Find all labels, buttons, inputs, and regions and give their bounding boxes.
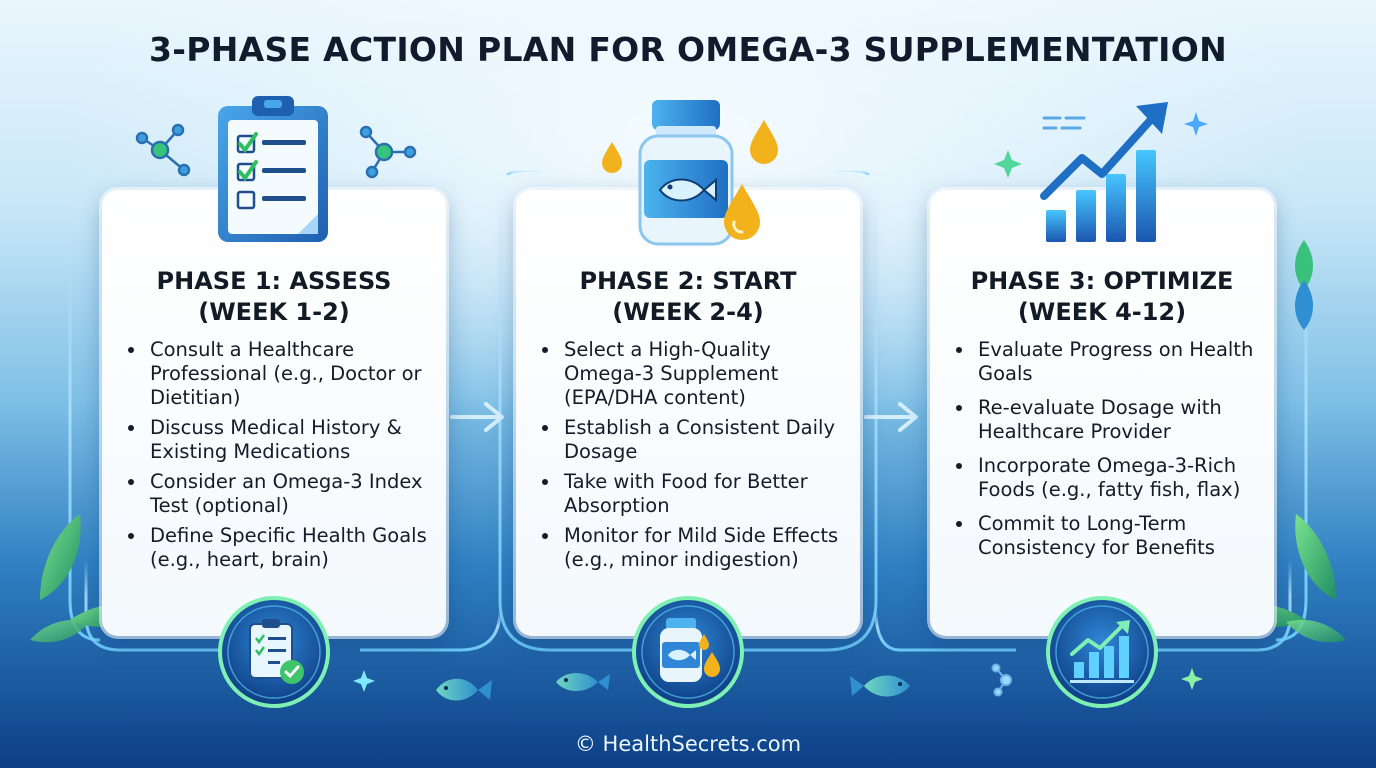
phase-title-line2: (WEEK 4-12) xyxy=(1017,298,1187,326)
list-item: Consider an Omega-3 Index Test (optional… xyxy=(126,470,438,518)
phase-title-line2: (WEEK 2-4) xyxy=(612,298,764,326)
phase-bullets: Select a High-Quality Omega-3 Supplement… xyxy=(540,338,852,578)
growth-chart-icon xyxy=(1040,102,1168,242)
page-title: 3-PHASE ACTION PLAN FOR OMEGA-3 SUPPLEME… xyxy=(148,30,1228,69)
phase-card-3: PHASE 3: OPTIMIZE (WEEK 4-12) Evaluate P… xyxy=(930,190,1274,636)
phase-title: PHASE 2: START (WEEK 2-4) xyxy=(516,266,860,328)
footer-copyright: © HealthSecrets.com xyxy=(574,732,802,756)
phase-card-1: PHASE 1: ASSESS (WEEK 1-2) Consult a Hea… xyxy=(102,190,446,636)
fish-icon xyxy=(850,675,910,697)
fish-icon xyxy=(556,673,610,691)
molecule-icon-left xyxy=(135,123,191,177)
phase-bullets: Consult a Healthcare Professional (e.g.,… xyxy=(126,338,438,578)
phase-title-line1: PHASE 1: ASSESS xyxy=(156,267,392,295)
list-item: Evaluate Progress on Health Goals xyxy=(954,338,1266,386)
phase-title-line1: PHASE 3: OPTIMIZE xyxy=(970,267,1234,295)
list-item: Monitor for Mild Side Effects (e.g., min… xyxy=(540,524,852,572)
clipboard-checklist-icon xyxy=(218,96,328,242)
list-item: Re-evaluate Dosage with Healthcare Provi… xyxy=(954,396,1266,444)
phase-bullets: Evaluate Progress on Health Goals Re-eva… xyxy=(954,338,1266,570)
fish-icon xyxy=(436,678,492,701)
sparkle-icon xyxy=(994,150,1022,178)
list-item: Select a High-Quality Omega-3 Supplement… xyxy=(540,338,852,410)
list-item: Incorporate Omega-3-Rich Foods (e.g., fa… xyxy=(954,454,1266,502)
flow-arrow-1 xyxy=(450,402,504,432)
phase-title: PHASE 3: OPTIMIZE (WEEK 4-12) xyxy=(930,266,1274,328)
phase-title-line2: (WEEK 1-2) xyxy=(198,298,350,326)
sparkle-icon xyxy=(1184,112,1208,136)
list-item: Establish a Consistent Daily Dosage xyxy=(540,416,852,464)
sparkle-icon xyxy=(353,670,375,692)
growth-chart-icon xyxy=(1046,596,1158,708)
list-item: Discuss Medical History & Existing Medic… xyxy=(126,416,438,464)
molecule-icon-small xyxy=(991,663,1012,697)
phase-title: PHASE 1: ASSESS (WEEK 1-2) xyxy=(102,266,446,328)
flow-arrow-2 xyxy=(864,402,918,432)
phase-card-2: PHASE 2: START (WEEK 2-4) Select a High-… xyxy=(516,190,860,636)
list-item: Consult a Healthcare Professional (e.g.,… xyxy=(126,338,438,410)
supplement-bottle-icon xyxy=(632,596,744,708)
supplement-bottle-icon xyxy=(638,100,760,246)
list-item: Define Specific Health Goals (e.g., hear… xyxy=(126,524,438,572)
phase-title-line1: PHASE 2: START xyxy=(579,267,797,295)
list-item: Take with Food for Better Absorption xyxy=(540,470,852,518)
sparkle-icon xyxy=(1181,668,1203,690)
clipboard-check-icon xyxy=(218,596,330,708)
oil-drop-icon xyxy=(602,142,622,173)
list-item: Commit to Long-Term Consistency for Bene… xyxy=(954,512,1266,560)
molecule-icon-right xyxy=(359,125,417,179)
